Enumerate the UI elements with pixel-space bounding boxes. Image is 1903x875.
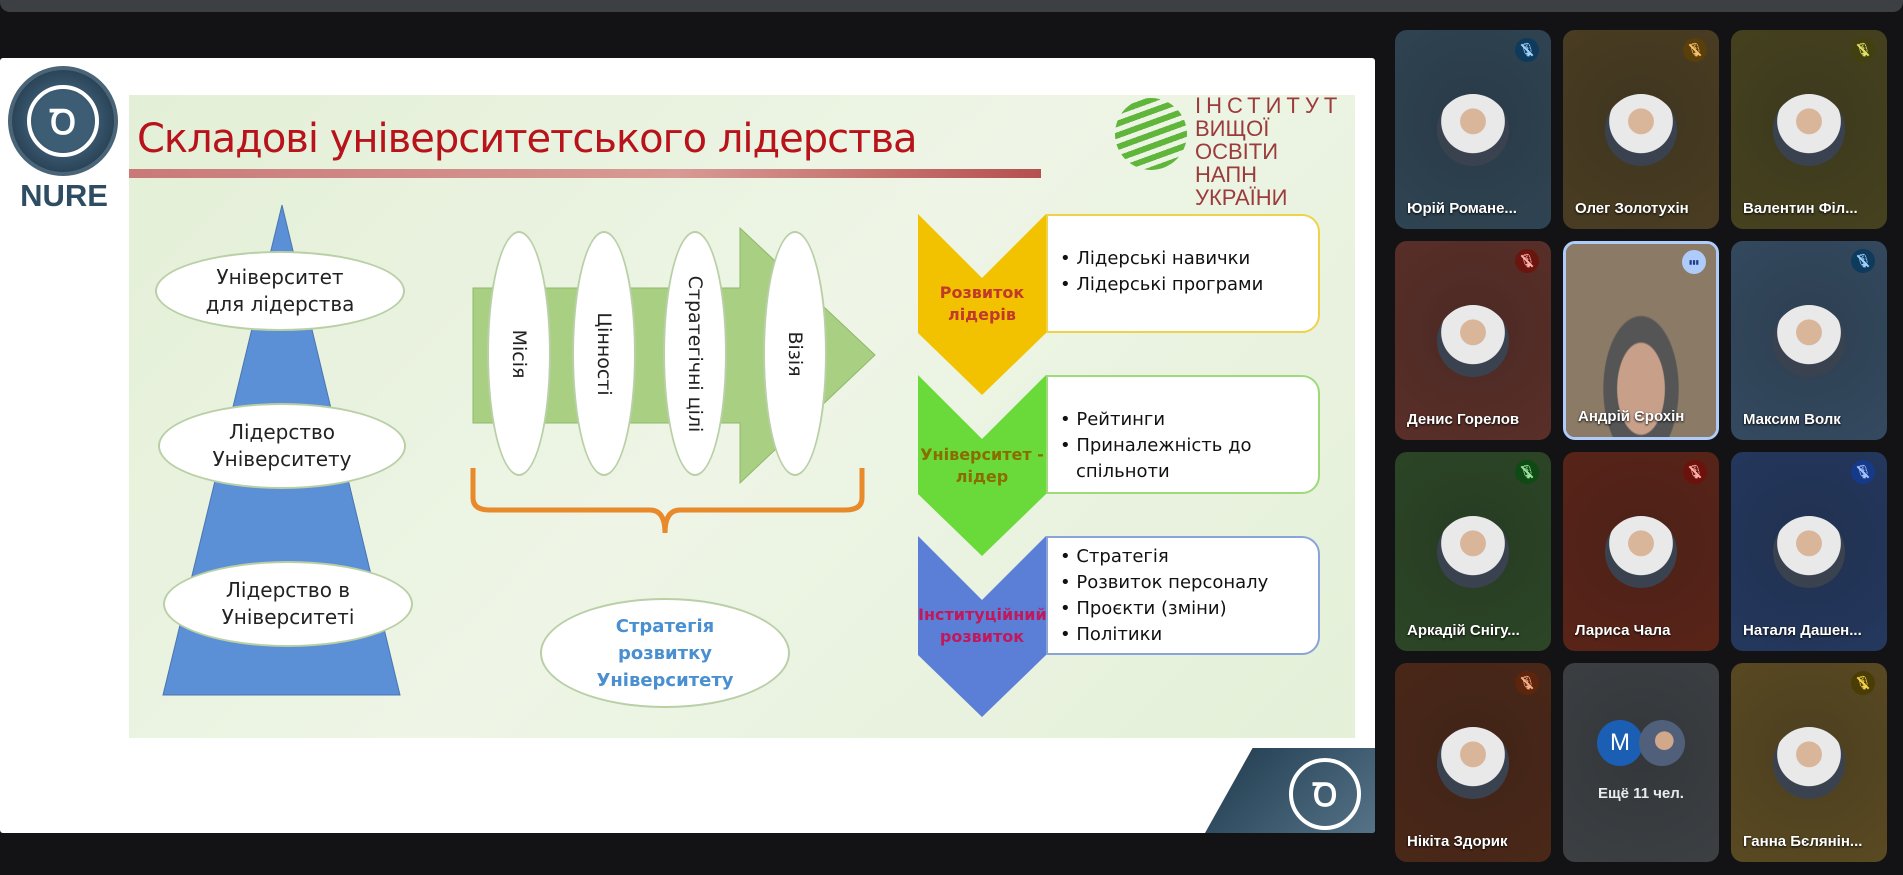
avatar xyxy=(1605,93,1677,166)
bullet: Політики xyxy=(1060,622,1318,648)
more-count: Ещё 11 чел. xyxy=(1598,785,1684,802)
avatar xyxy=(1773,304,1845,377)
avatar xyxy=(1437,726,1509,799)
arrow-item-label: Візія xyxy=(784,330,806,377)
avatar xyxy=(1437,304,1509,377)
slide-title: Складові університетського лідерства xyxy=(137,116,918,162)
block-label-3: Інституційний розвиток xyxy=(918,605,1047,646)
globe-icon xyxy=(1115,98,1187,170)
block-label-1: Розвиток лідерів xyxy=(939,283,1025,324)
block-box-2: РейтингиПриналежність до спільноти xyxy=(1046,375,1320,494)
participant-name: Андрій Єрохін xyxy=(1578,408,1685,425)
participant-name: Валентин Філ... xyxy=(1743,200,1858,217)
arrow-item-label: Цінності xyxy=(593,311,615,396)
mic-off-icon[interactable]: 🎙 xyxy=(1683,460,1707,484)
avatar xyxy=(1773,726,1845,799)
avatar xyxy=(1773,93,1845,166)
more-participants-tile[interactable]: M Ещё 11 чел. xyxy=(1563,663,1719,862)
mic-off-icon[interactable]: 🎙 xyxy=(1851,38,1875,62)
bullet: Проєкти (зміни) xyxy=(1060,596,1318,622)
participant-name: Нікіта Здорик xyxy=(1407,833,1508,850)
participant-tile[interactable]: 🎙 Нікіта Здорик xyxy=(1395,663,1551,862)
speaking-indicator-icon[interactable]: ▮▮▮ xyxy=(1682,250,1706,274)
avatar xyxy=(1773,515,1845,588)
participant-name: Олег Золотухін xyxy=(1575,200,1689,217)
presentation-slide: Ꝺ NURE Складові університетського лідерс… xyxy=(0,58,1375,833)
mic-off-icon[interactable]: 🎙 xyxy=(1515,671,1539,695)
participant-name: Максим Волк xyxy=(1743,411,1841,428)
mic-off-icon[interactable]: 🎙 xyxy=(1851,460,1875,484)
institute-line: ВИЩОЇ ОСВІТИ xyxy=(1195,116,1279,164)
participant-tile[interactable]: 🎙 Юрій Романе... xyxy=(1395,30,1551,229)
bullet: Розвиток персоналу xyxy=(1060,570,1318,596)
mic-off-icon[interactable]: 🎙 xyxy=(1851,249,1875,273)
arrow-item-goals: Стратегічні цілі xyxy=(663,231,727,476)
participant-tile[interactable]: 🎙 Валентин Філ... xyxy=(1731,30,1887,229)
participant-tile[interactable]: 🎙 Максим Волк xyxy=(1731,241,1887,440)
mic-off-icon[interactable]: 🎙 xyxy=(1515,460,1539,484)
arrow-item-mission: Місія xyxy=(487,231,551,476)
top-bar xyxy=(0,0,1903,12)
arrow-item-label: Стратегічні цілі xyxy=(684,275,706,432)
arrow-item-label: Місія xyxy=(508,329,530,378)
bullet: Лідерські програми xyxy=(1060,272,1318,298)
pyramid-level-1: Університет для лідерства xyxy=(155,251,405,331)
block-box-3: СтратегіяРозвиток персоналуПроєкти (змін… xyxy=(1046,536,1320,655)
institute-line: ІНСТИТУТ xyxy=(1195,93,1343,118)
participant-name: Наталя Дашен... xyxy=(1743,622,1862,639)
institute-line: НАПН УКРАЇНИ xyxy=(1195,162,1288,210)
block-label-2: Університет - лідер xyxy=(920,445,1044,486)
mic-off-icon[interactable]: 🎙 xyxy=(1515,38,1539,62)
block-box-1: Лідерські навичкиЛідерські програми xyxy=(1046,214,1320,333)
mic-off-icon[interactable]: 🎙 xyxy=(1515,249,1539,273)
bullet: Стратегія xyxy=(1060,544,1318,570)
strategy-ellipse: Стратегія розвитку Університету xyxy=(540,598,790,708)
avatar xyxy=(1566,244,1716,437)
participant-name: Ганна Бєлянін... xyxy=(1743,833,1863,850)
participant-name: Лариса Чала xyxy=(1575,622,1671,639)
arrow-item-vision: Візія xyxy=(763,231,827,476)
mic-off-icon[interactable]: 🎙 xyxy=(1851,671,1875,695)
arrow-item-values: Цінності xyxy=(572,231,636,476)
chevron-yellow xyxy=(918,214,1046,395)
participant-tile[interactable]: ▮▮▮ Андрій Єрохін xyxy=(1563,241,1719,440)
avatar xyxy=(1639,720,1685,766)
pyramid-level-2: Лідерство Університету xyxy=(158,403,406,489)
participant-name: Денис Горелов xyxy=(1407,411,1520,428)
avatar xyxy=(1437,93,1509,166)
mic-off-icon[interactable]: 🎙 xyxy=(1683,38,1707,62)
participant-tile[interactable]: 🎙 Ганна Бєлянін... xyxy=(1731,663,1887,862)
title-underline xyxy=(129,169,1041,178)
participant-tile[interactable]: 🎙 Наталя Дашен... xyxy=(1731,452,1887,651)
avatar-initial: M xyxy=(1597,720,1643,766)
bracket xyxy=(470,468,865,534)
bullet: Рейтинги xyxy=(1060,407,1318,433)
nure-logo: Ꝺ NURE xyxy=(8,66,120,214)
bullet: Лідерські навички xyxy=(1060,246,1318,272)
participant-tile[interactable]: 🎙 Аркадій Снігу... xyxy=(1395,452,1551,651)
bullet: Приналежність до спільноти xyxy=(1060,433,1318,485)
avatar xyxy=(1437,515,1509,588)
avatar xyxy=(1605,515,1677,588)
participant-name: Аркадій Снігу... xyxy=(1407,622,1520,639)
participant-tile[interactable]: 🎙 Лариса Чала xyxy=(1563,452,1719,651)
participant-name: Юрій Романе... xyxy=(1407,200,1517,217)
chevron-green xyxy=(918,375,1046,556)
participant-tile[interactable]: 🎙 Денис Горелов xyxy=(1395,241,1551,440)
pyramid-level-3: Лідерство в Університеті xyxy=(163,561,413,647)
chevron-blue xyxy=(918,536,1046,717)
participant-tile[interactable]: 🎙 Олег Золотухін xyxy=(1563,30,1719,229)
